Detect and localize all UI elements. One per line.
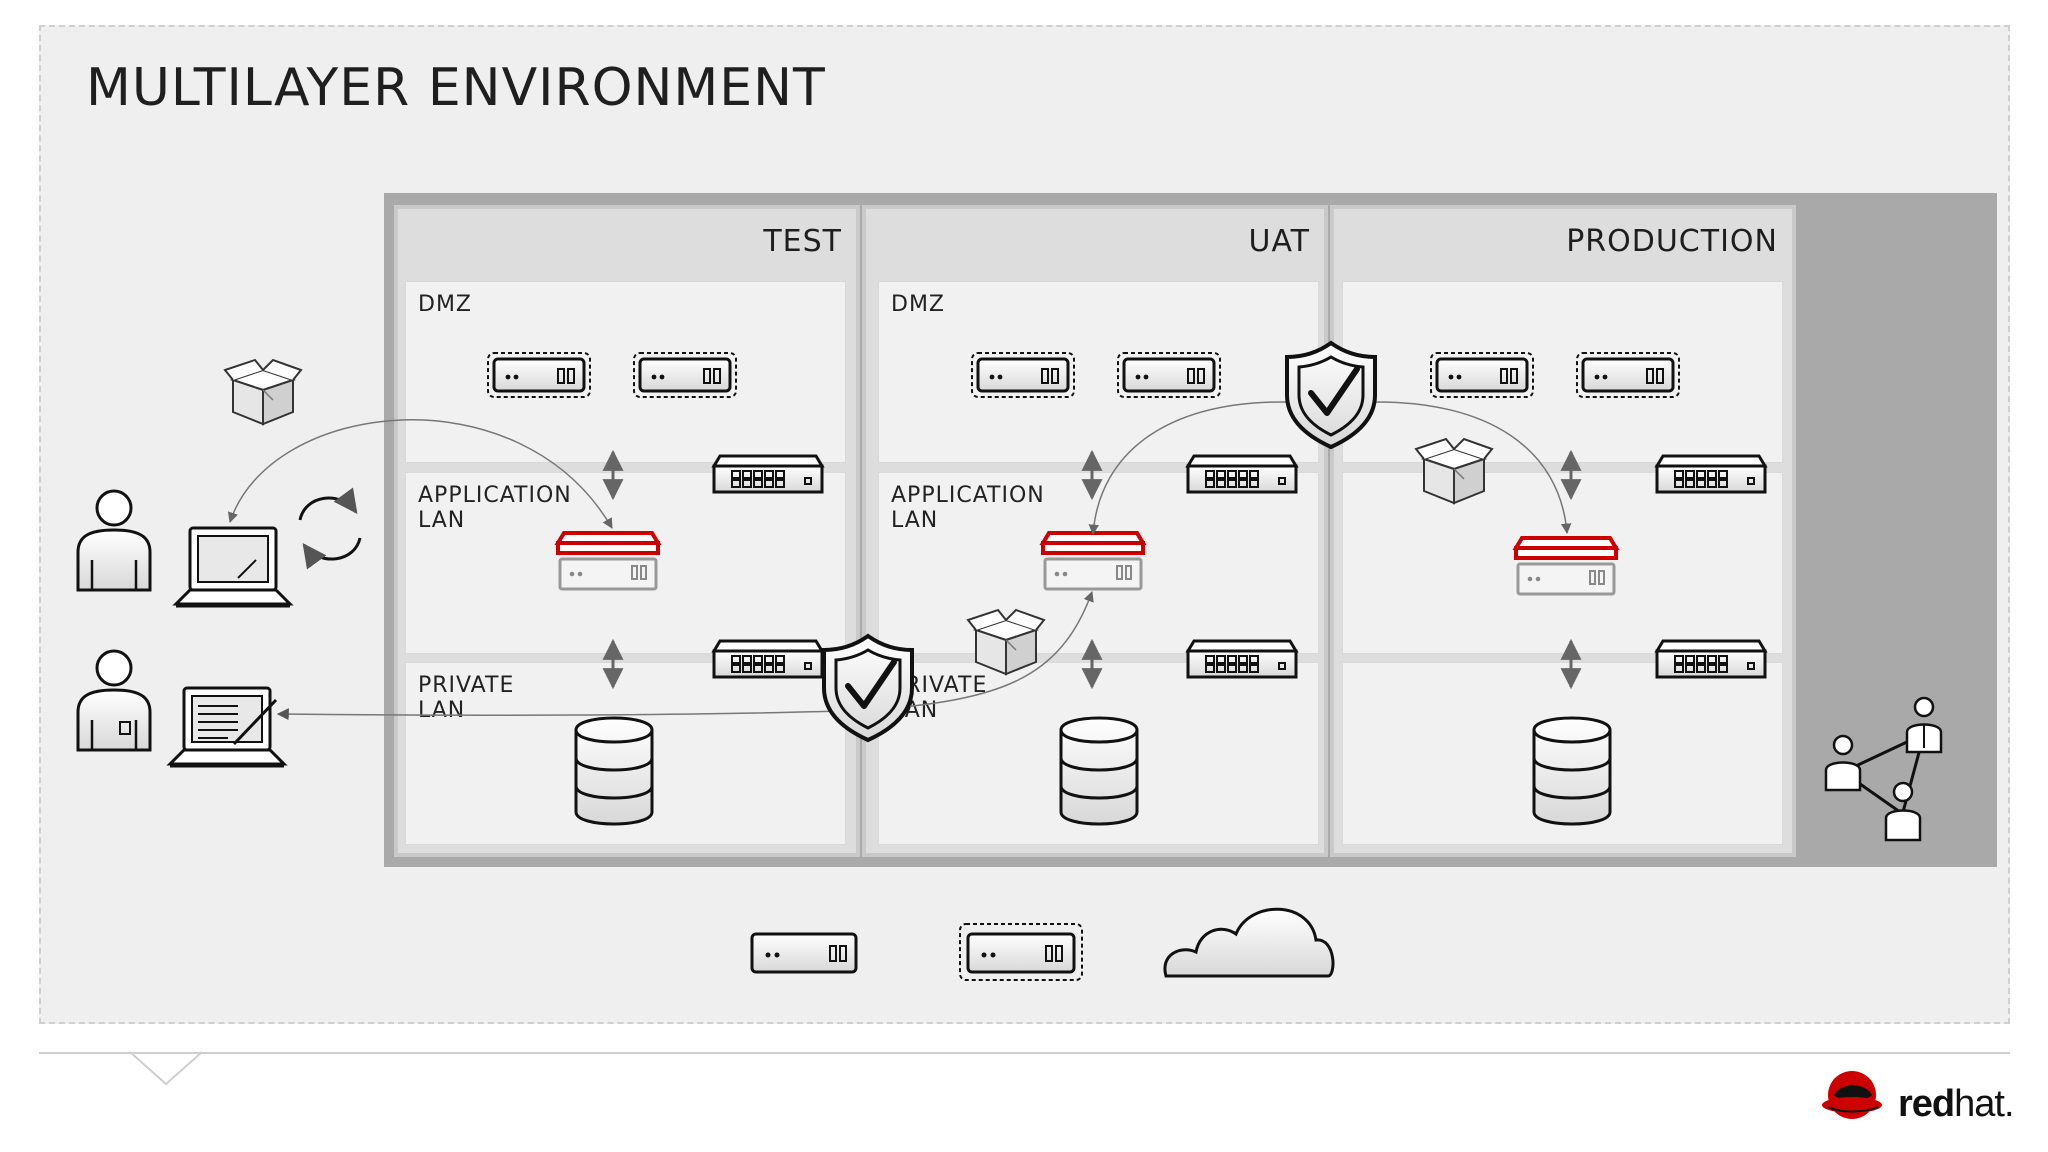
env-label: PRODUCTION bbox=[1566, 224, 1778, 259]
redhat-logo-icon bbox=[1822, 1071, 1882, 1119]
zone-label: DMZ bbox=[418, 292, 472, 317]
brand-wordmark: redhat. bbox=[1898, 1083, 2015, 1125]
zone-private-lan bbox=[1342, 662, 1783, 845]
zone-dmz bbox=[1342, 281, 1783, 463]
zone-dmz: DMZ bbox=[878, 281, 1319, 463]
env-label: UAT bbox=[1248, 224, 1310, 259]
env-label: TEST bbox=[763, 224, 842, 259]
callout-notch bbox=[129, 1051, 203, 1086]
zone-application-lan bbox=[1342, 472, 1783, 654]
zone-label: DMZ bbox=[891, 292, 945, 317]
redhat-logo: redhat. bbox=[1820, 1065, 2020, 1135]
footer-divider bbox=[39, 1052, 2010, 1054]
zone-dmz: DMZ bbox=[405, 281, 846, 463]
page-title: MULTILAYER ENVIRONMENT bbox=[86, 58, 826, 118]
